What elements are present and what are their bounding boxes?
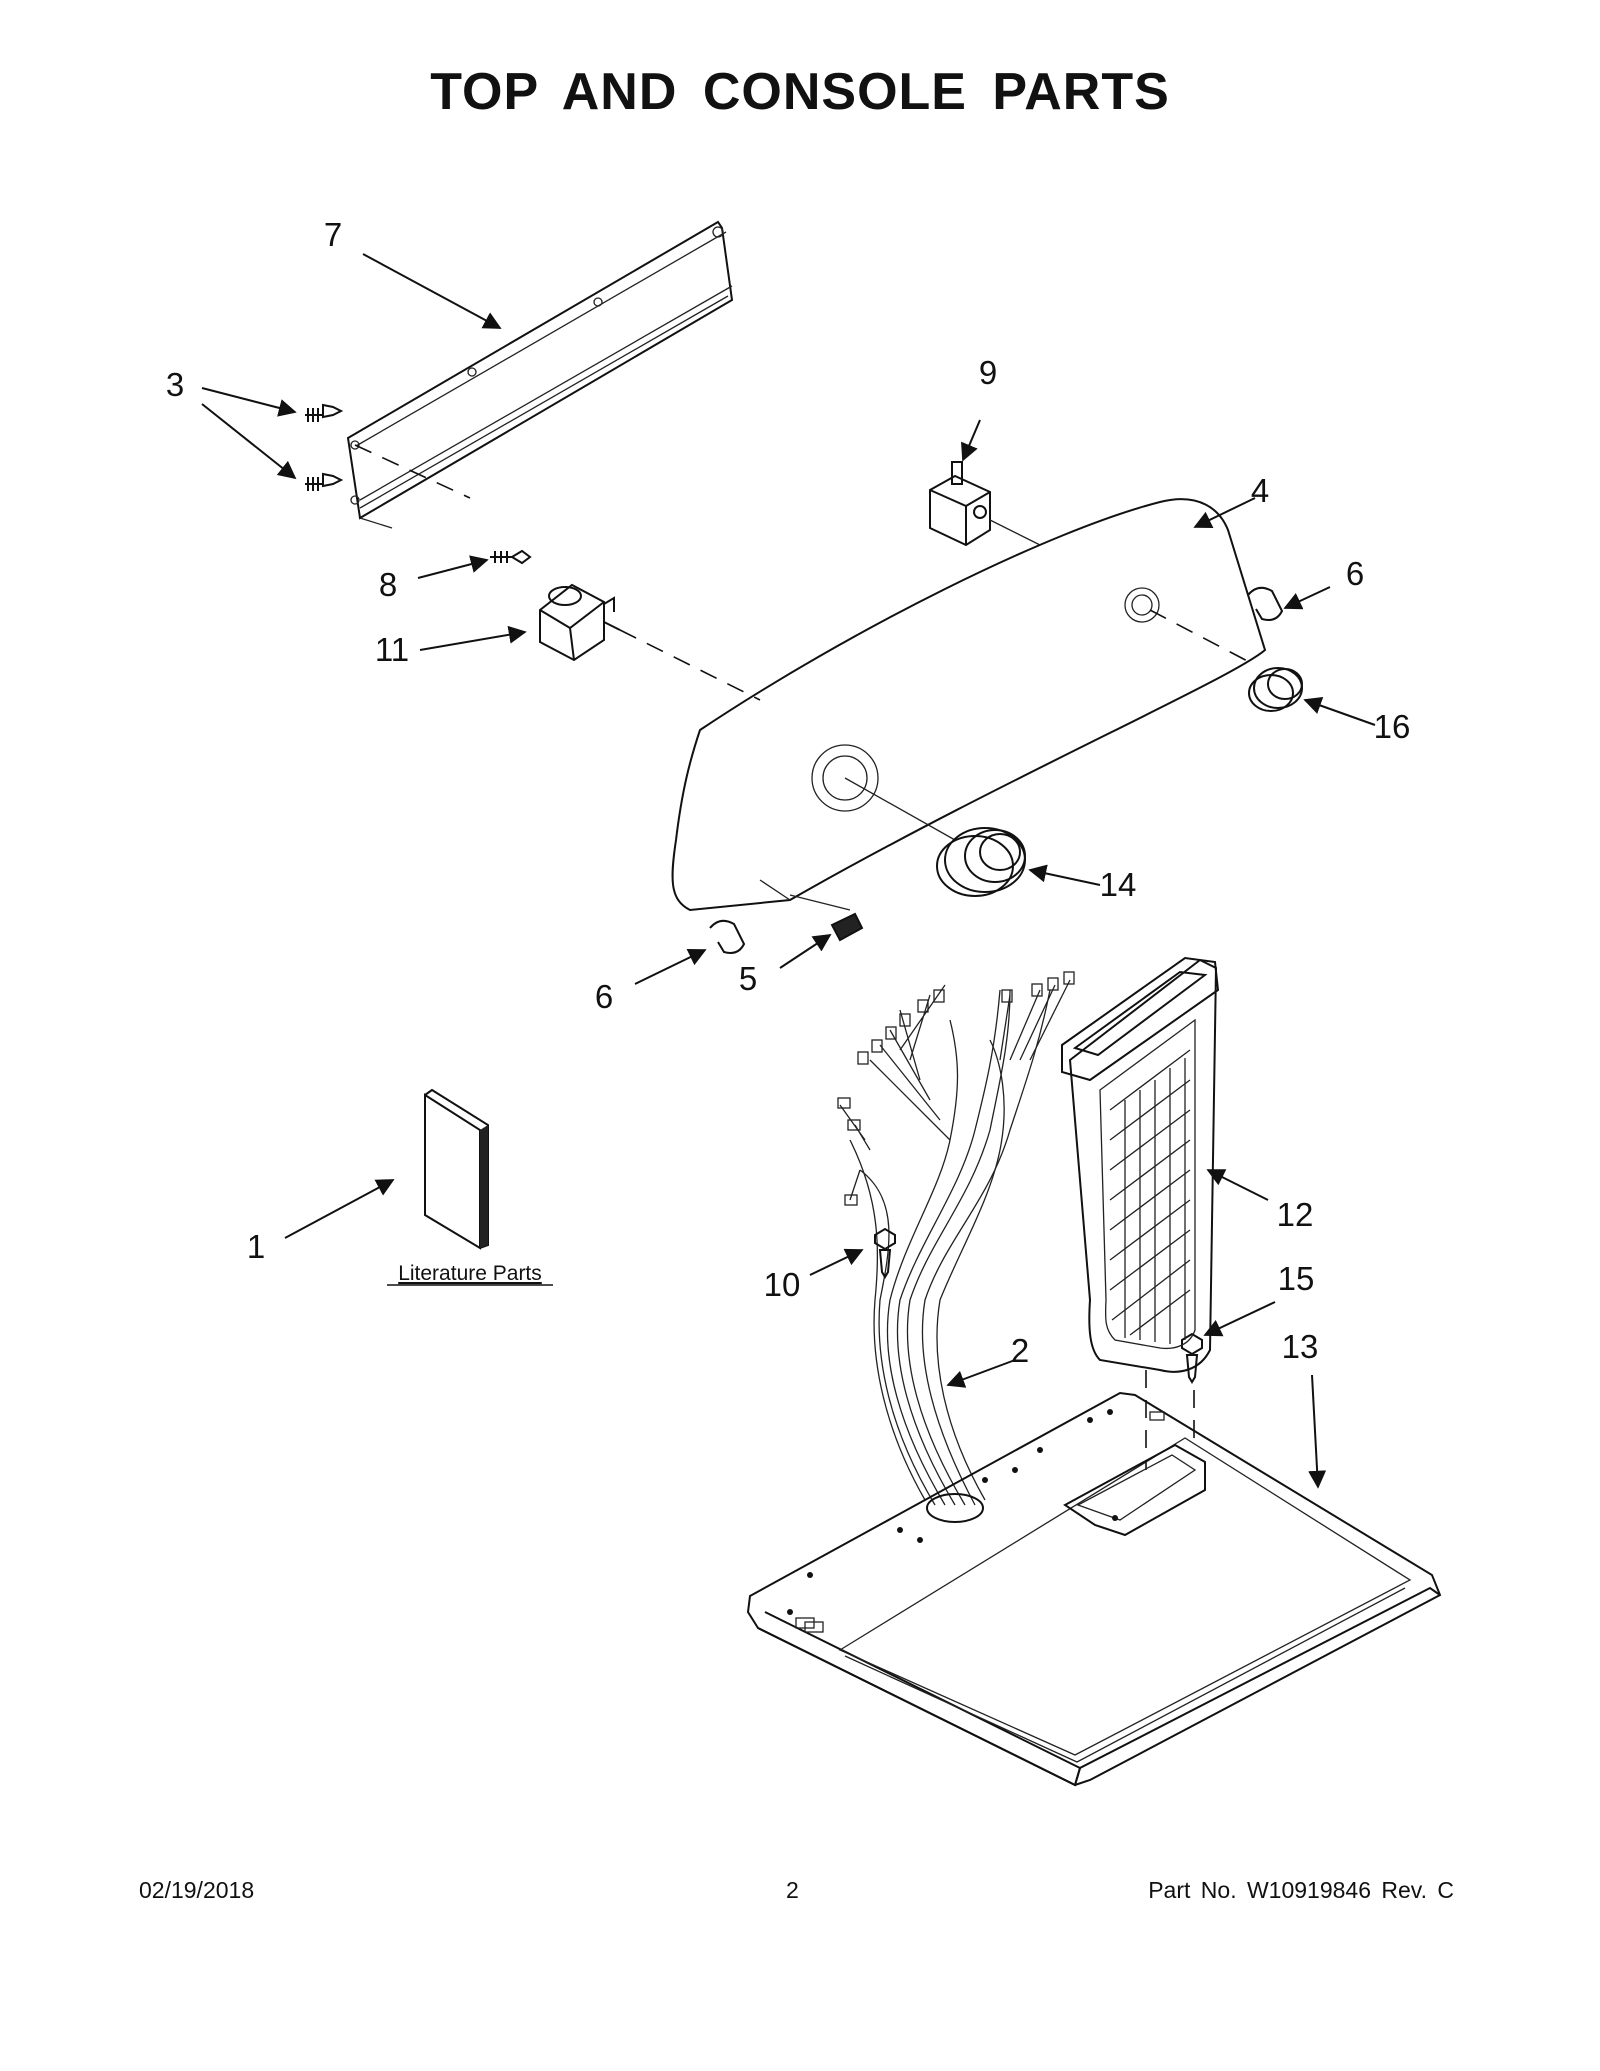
small-knob-part <box>1248 667 1303 712</box>
callout-15: 15 <box>1278 1260 1315 1297</box>
lint-filter-part <box>1061 956 1220 1373</box>
callout-12: 12 <box>1277 1196 1314 1233</box>
screw-part <box>305 403 344 491</box>
page-title: TOP AND CONSOLE PARTS <box>430 63 1170 121</box>
callout-14: 14 <box>1100 866 1137 903</box>
literature-part <box>424 1088 489 1250</box>
timer-switch-part <box>490 549 621 662</box>
callout-5: 5 <box>739 960 757 997</box>
callout-2: 2 <box>1011 1332 1029 1369</box>
rear-bracket-part <box>346 220 734 529</box>
callout-6-right: 6 <box>1346 555 1364 592</box>
harness-screw-part <box>874 1227 1203 1384</box>
footer-part-number: Part No. W10919846 Rev. C <box>1148 1877 1454 1903</box>
leader-arrows <box>201 253 1376 1489</box>
callout-4: 4 <box>1251 472 1269 509</box>
top-panel-part <box>746 1391 1442 1787</box>
callout-10: 10 <box>764 1266 801 1303</box>
callout-11: 11 <box>375 631 409 668</box>
wire-harness-part <box>837 971 1075 1506</box>
callout-6-left: 6 <box>595 978 613 1015</box>
badge-part <box>830 912 864 942</box>
console-part <box>671 498 1267 912</box>
callout-9: 9 <box>979 354 997 391</box>
callout-1: 1 <box>247 1228 265 1265</box>
footer-date: 02/19/2018 <box>139 1877 255 1903</box>
callout-16: 16 <box>1374 708 1411 745</box>
clip-part <box>709 586 1284 954</box>
footer-page-number: 2 <box>786 1877 799 1903</box>
callout-8: 8 <box>379 566 397 603</box>
callout-7: 7 <box>324 216 342 253</box>
push-switch-part <box>929 461 991 547</box>
literature-parts-label: Literature Parts <box>398 1262 542 1285</box>
knob-part <box>936 827 1026 897</box>
callout-13: 13 <box>1282 1328 1319 1365</box>
callout-3: 3 <box>166 366 184 403</box>
